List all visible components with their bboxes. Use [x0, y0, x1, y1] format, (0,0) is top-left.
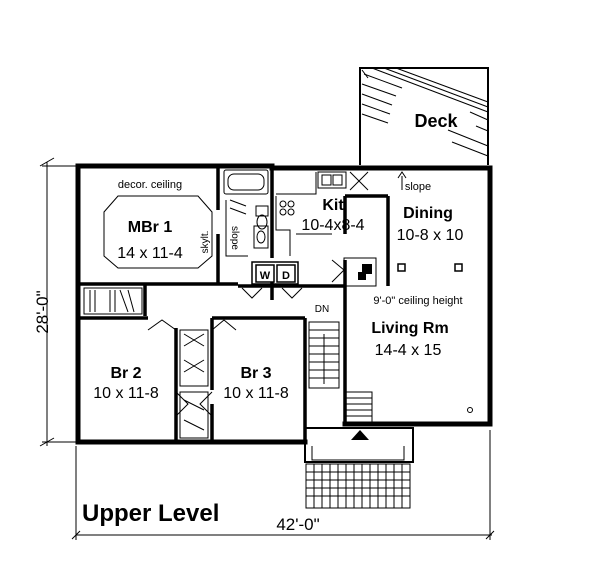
- living-room-size: 14-4 x 15: [375, 342, 442, 359]
- toilet: [255, 205, 269, 230]
- dining-slope-label: slope: [405, 181, 431, 193]
- bedroom-3-size: 10 x 11-8: [223, 385, 289, 402]
- front-steps: [305, 463, 411, 509]
- entry-arrow-icon: [351, 430, 369, 440]
- dryer-label: D: [282, 270, 290, 282]
- kitchen-label: Kit: [322, 197, 344, 214]
- dining-slope-arrowhead: [397, 171, 407, 179]
- hall-doors: [241, 287, 303, 299]
- bedroom-2-size: 10 x 11-8: [93, 385, 159, 402]
- width-dimension-label: 42'-0": [276, 515, 319, 534]
- smoke-detector-icon: [467, 407, 473, 413]
- dining-size: 10-8 x 10: [397, 227, 464, 244]
- level-title: Upper Level: [82, 500, 219, 527]
- living-ceiling-height-label: 9'-0" ceiling height: [373, 295, 462, 307]
- deck-label: Deck: [414, 111, 458, 131]
- bedroom-2-label: Br 2: [110, 365, 141, 382]
- decor-ceiling-outline: [103, 195, 213, 269]
- mbr-decor-ceiling-label: decor. ceiling: [118, 179, 182, 191]
- kitchen-size: 10-4x8-4: [301, 217, 364, 234]
- dining-label: Dining: [403, 205, 453, 222]
- kitchen-counters: [275, 171, 377, 287]
- mbr-label: MBr 1: [128, 219, 173, 236]
- dining-light-fixtures: [397, 263, 463, 272]
- exterior-walls: [75, 163, 493, 445]
- bath-slope-label: slope: [229, 226, 240, 250]
- bathtub: [223, 169, 269, 195]
- washer-label: W: [260, 270, 271, 282]
- laundry-area: [251, 261, 299, 285]
- bedroom-closets: [179, 329, 209, 439]
- height-dimension-line: [39, 157, 78, 447]
- skylight-label: skylt.: [200, 231, 211, 254]
- bath-closet: [225, 199, 248, 257]
- range-burners: [279, 200, 295, 216]
- living-room-label: Living Rm: [371, 320, 448, 337]
- mbr-size: 14 x 11-4: [117, 245, 183, 262]
- stairs: [308, 321, 373, 423]
- refrigerator: [358, 264, 372, 280]
- width-dimension-line: [71, 430, 495, 540]
- height-dimension-label: 28'-0": [33, 290, 52, 333]
- mbr-closet: [83, 287, 143, 315]
- deck: [359, 67, 489, 165]
- bedroom-3-label: Br 3: [240, 365, 271, 382]
- stairs-down-label: DN: [315, 304, 329, 315]
- entry-landing: [304, 427, 414, 463]
- interior-walls: [78, 166, 390, 442]
- bath-vanity: [253, 225, 269, 249]
